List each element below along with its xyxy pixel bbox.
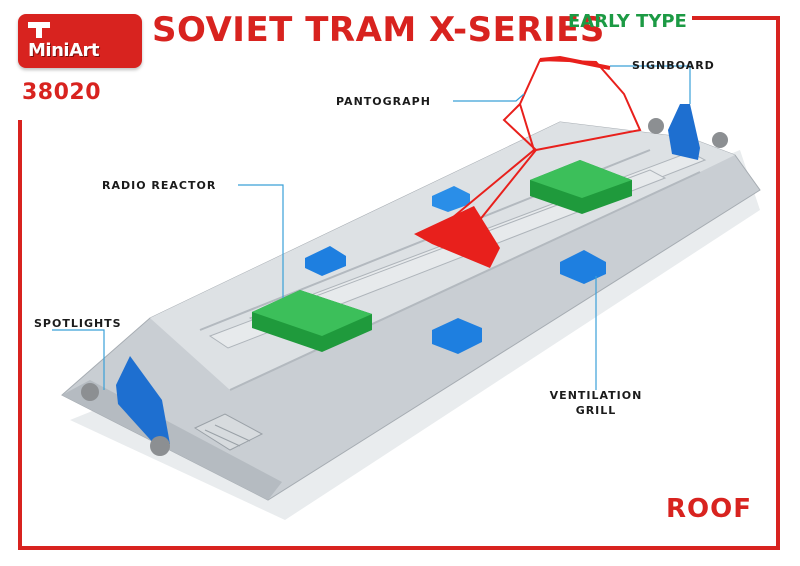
callout-spotlights: SPOTLIGHTS <box>34 317 122 330</box>
callout-ventilation-line2: GRILL <box>575 404 617 417</box>
page-title: SOVIET TRAM X-SERIES <box>152 10 605 50</box>
signboard-parts <box>116 104 700 446</box>
logo-text: MiniArt <box>28 40 99 61</box>
section-label: ROOF <box>666 494 752 524</box>
callout-ventilation-line1: VENTILATION <box>549 389 643 402</box>
page-subtitle: EARLY TYPE <box>568 11 687 32</box>
spotlight-parts <box>81 118 728 456</box>
frame-top-border <box>692 16 780 20</box>
callout-ventilation-grill: VENTILATION GRILL <box>538 388 654 418</box>
pantograph <box>414 55 642 268</box>
radio-reactor-parts <box>252 160 632 352</box>
frame-bottom-border <box>18 546 780 550</box>
callout-pantograph: PANTOGRAPH <box>336 95 431 108</box>
kit-number: 38020 <box>22 80 102 105</box>
frame-right-border <box>776 16 780 550</box>
frame-left-border <box>18 120 22 550</box>
leader-lines <box>52 65 691 390</box>
callout-signboard: SIGNBOARD <box>632 59 715 72</box>
ventilation-grill-parts <box>305 186 606 354</box>
callout-radio-reactor: RADIO REACTOR <box>102 179 217 192</box>
brand-logo: MiniArt <box>18 14 142 68</box>
logo-star-icon <box>28 22 50 38</box>
ventilation-grill-plate <box>193 413 264 451</box>
